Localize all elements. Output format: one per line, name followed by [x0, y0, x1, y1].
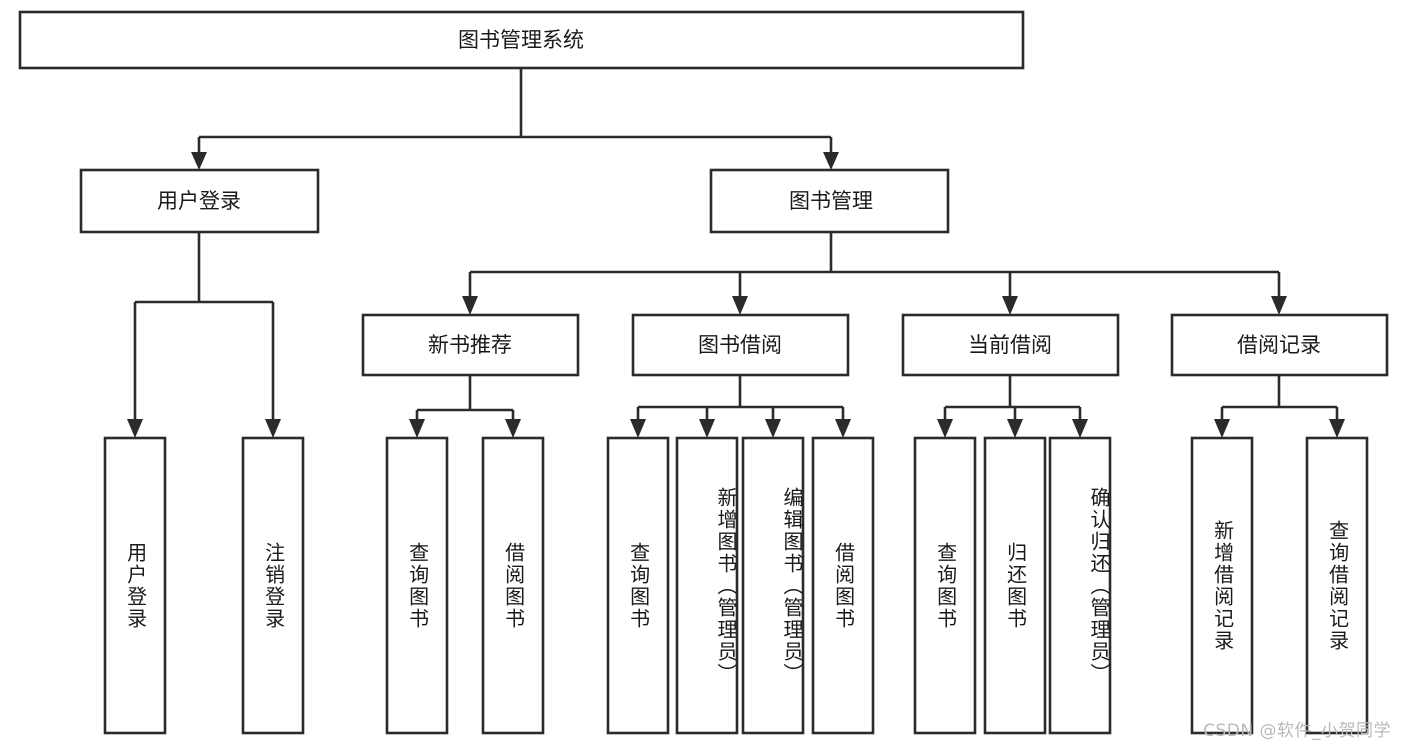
- arrow-to-user-login: [191, 152, 207, 170]
- node-user-login-label: 用户登录: [157, 189, 241, 213]
- node-leaf-user-logout[interactable]: [241, 436, 305, 735]
- arrow-to-borrow-record: [1271, 296, 1287, 315]
- node-root[interactable]: [18, 10, 1025, 70]
- node-leaf-query-book-3[interactable]: [913, 436, 977, 735]
- arrow-to-leaf-add-book: [699, 419, 715, 438]
- csdn-watermark: CSDN @软件_小贺同学: [1203, 721, 1391, 741]
- arrow-to-new-book-rec: [462, 296, 478, 315]
- edges-new-book-rec-to-leaves: [409, 375, 521, 438]
- node-current-borrow-label: 当前借阅: [968, 333, 1052, 357]
- node-book-borrow[interactable]: [631, 313, 850, 377]
- node-leaf-user-login[interactable]: [103, 436, 167, 735]
- node-leaf-add-record[interactable]: [1190, 436, 1254, 735]
- edges-borrow-record-to-leaves: [1214, 375, 1345, 438]
- node-leaf-confirm-return[interactable]: [1048, 436, 1112, 735]
- node-book-borrow-label: 图书借阅: [698, 333, 782, 357]
- node-book-mgmt-label: 图书管理: [789, 189, 873, 213]
- arrow-to-leaf-user-logout: [265, 419, 281, 438]
- node-leaf-edit-book[interactable]: [741, 436, 805, 735]
- edges-current-borrow-to-leaves: [937, 375, 1088, 438]
- node-leaf-return-book[interactable]: [983, 436, 1047, 735]
- edges-user-login-to-leaves: [127, 232, 281, 438]
- node-user-login[interactable]: [79, 168, 320, 234]
- edges-book-mgmt-to-level3: [462, 232, 1287, 315]
- node-current-borrow[interactable]: [901, 313, 1120, 377]
- arrow-to-leaf-borrow-book-2: [835, 419, 851, 438]
- node-leaf-query-book-1[interactable]: [385, 436, 449, 735]
- arrow-to-current-borrow: [1002, 296, 1018, 315]
- arrow-to-leaf-confirm-return: [1072, 419, 1088, 438]
- node-leaf-borrow-book-2[interactable]: [811, 436, 875, 735]
- arrow-to-leaf-return-book: [1007, 419, 1023, 438]
- node-borrow-record-label: 借阅记录: [1237, 333, 1321, 357]
- node-new-book-rec-label: 新书推荐: [428, 333, 512, 357]
- arrow-to-leaf-borrow-book-1: [505, 419, 521, 438]
- edges-book-borrow-to-leaves: [630, 375, 851, 438]
- node-leaf-add-book[interactable]: [675, 436, 739, 735]
- node-leaf-query-book-2[interactable]: [606, 436, 670, 735]
- node-book-mgmt[interactable]: [709, 168, 950, 234]
- node-leaf-query-record[interactable]: [1305, 436, 1369, 735]
- arrow-to-leaf-user-login: [127, 419, 143, 438]
- arrow-to-leaf-query-book-2: [630, 419, 646, 438]
- arrow-to-book-borrow: [732, 296, 748, 315]
- node-borrow-record[interactable]: [1170, 313, 1389, 377]
- node-leaf-borrow-book-1[interactable]: [481, 436, 545, 735]
- arrow-to-book-mgmt: [823, 152, 839, 170]
- arrow-to-leaf-edit-book: [765, 419, 781, 438]
- arrow-to-leaf-query-book-3: [937, 419, 953, 438]
- node-new-book-rec[interactable]: [361, 313, 580, 377]
- arrow-to-leaf-add-record: [1214, 419, 1230, 438]
- arrow-to-leaf-query-book-1: [409, 419, 425, 438]
- node-root-label: 图书管理系统: [458, 28, 584, 52]
- arrow-to-leaf-query-record: [1329, 419, 1345, 438]
- edges-root-to-level2: [191, 68, 839, 170]
